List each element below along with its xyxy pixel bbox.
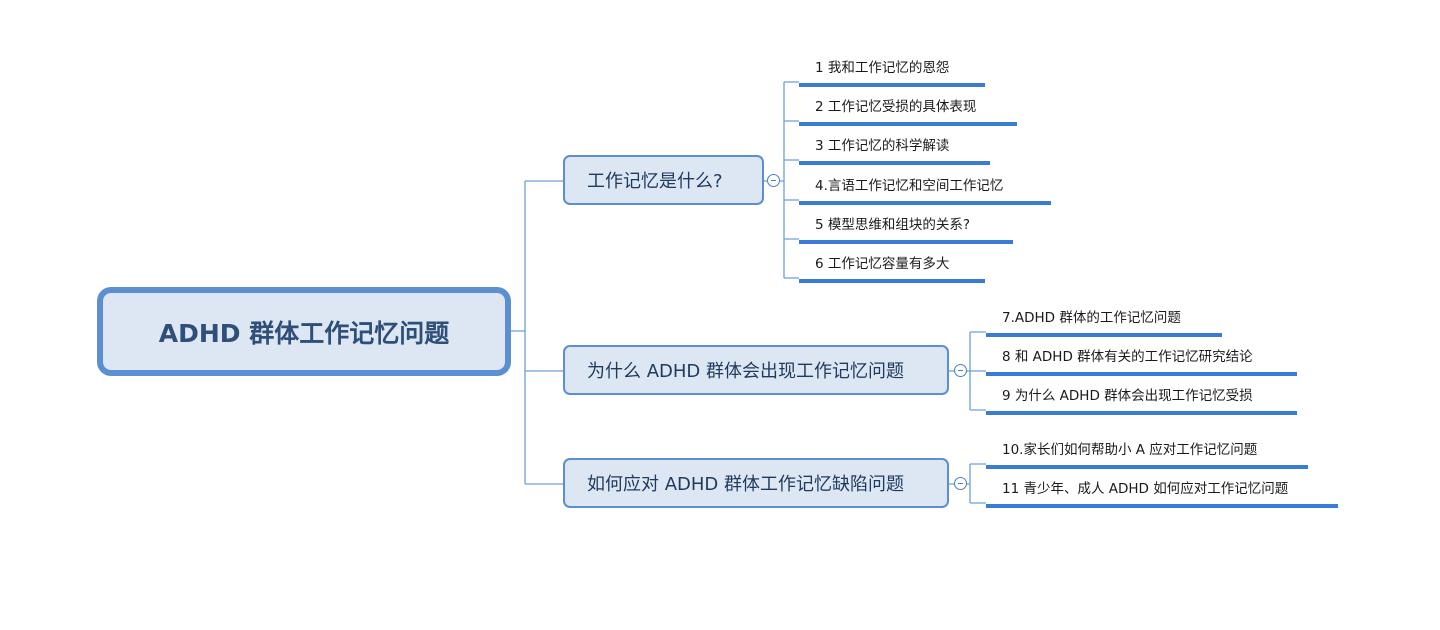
branch-1-connector — [764, 81, 799, 279]
leaf-node-9[interactable]: 9 为什么 ADHD 群体会出现工作记忆受损 — [986, 388, 1297, 415]
collapse-toggle-icon[interactable] — [954, 477, 967, 490]
leaf-node-1[interactable]: 1 我和工作记忆的恩怨 — [799, 60, 985, 87]
leaf-node-8[interactable]: 8 和 ADHD 群体有关的工作记忆研究结论 — [986, 349, 1297, 376]
branch-label: 为什么 ADHD 群体会出现工作记忆问题 — [587, 361, 905, 382]
leaf-node-11[interactable]: 11 青少年、成人 ADHD 如何应对工作记忆问题 — [986, 481, 1338, 508]
root-label: ADHD 群体工作记忆问题 — [158, 318, 450, 348]
branch-node-why-adhd[interactable]: 为什么 ADHD 群体会出现工作记忆问题 — [563, 345, 949, 395]
collapse-toggle-icon[interactable] — [954, 364, 967, 377]
collapse-toggle-icon[interactable] — [767, 174, 780, 187]
branch-label: 工作记忆是什么? — [587, 171, 723, 192]
root-connector — [511, 180, 563, 485]
branch-node-working-memory[interactable]: 工作记忆是什么? — [563, 155, 764, 205]
leaf-node-10[interactable]: 10.家长们如何帮助小 A 应对工作记忆问题 — [986, 442, 1308, 469]
leaf-node-3[interactable]: 3 工作记忆的科学解读 — [799, 138, 990, 165]
leaf-node-7[interactable]: 7.ADHD 群体的工作记忆问题 — [986, 310, 1222, 337]
branch-node-how-to-cope[interactable]: 如何应对 ADHD 群体工作记忆缺陷问题 — [563, 458, 949, 508]
leaf-node-5[interactable]: 5 模型思维和组块的关系? — [799, 217, 1013, 244]
branch-2-connector — [949, 331, 986, 411]
root-node[interactable]: ADHD 群体工作记忆问题 — [97, 287, 511, 376]
leaf-node-4[interactable]: 4.言语工作记忆和空间工作记忆 — [799, 178, 1051, 205]
leaf-node-6[interactable]: 6 工作记忆容量有多大 — [799, 256, 985, 283]
branch-3-connector — [949, 463, 986, 504]
branch-label: 如何应对 ADHD 群体工作记忆缺陷问题 — [587, 474, 905, 495]
leaf-node-2[interactable]: 2 工作记忆受损的具体表现 — [799, 99, 1017, 126]
